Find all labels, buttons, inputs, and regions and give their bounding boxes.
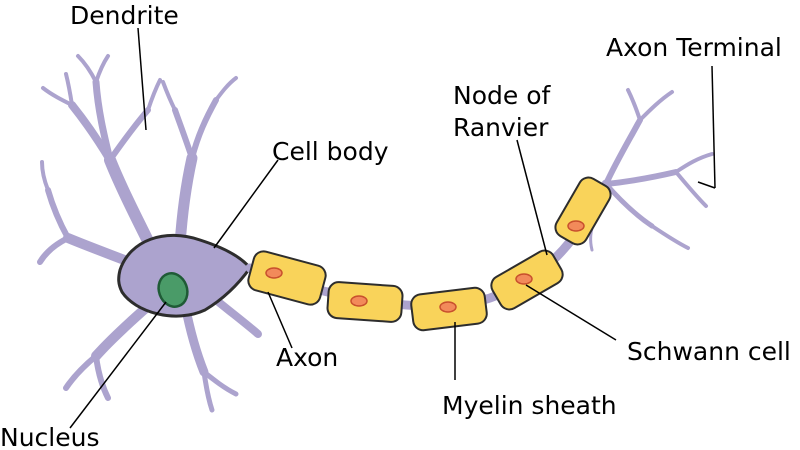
label-axon-terminal: Axon Terminal — [606, 33, 782, 62]
myelin-segment — [247, 250, 327, 306]
schwann-cell-nuclei — [265, 220, 585, 313]
schwann-cell-nucleus — [515, 273, 533, 285]
label-dendrite: Dendrite — [70, 1, 179, 30]
label-ranvier: Ranvier — [453, 113, 549, 142]
leader-line-node — [516, 139, 548, 256]
axon-terminals — [589, 88, 714, 252]
leader-line-cell-body — [213, 159, 279, 249]
label-axon: Axon — [276, 343, 338, 372]
neuron — [37, 54, 714, 413]
leader-lines — [69, 27, 716, 429]
schwann-cell-nucleus — [439, 301, 457, 313]
cell-nucleus — [157, 272, 189, 308]
leader-line-dendrite — [137, 27, 147, 131]
leader-line-axon-terminal — [711, 65, 716, 189]
leader-line-schwann — [525, 284, 617, 341]
label-nucleus: Nucleus — [0, 423, 100, 450]
label-myelin-sheath: Myelin sheath — [442, 391, 617, 420]
leader-line-nucleus — [69, 301, 167, 429]
label-node-of: Node of — [453, 81, 551, 110]
schwann-cell-nucleus — [567, 220, 585, 232]
myelin-segment — [554, 176, 612, 246]
schwann-cell-nucleus — [350, 295, 368, 307]
leader-line-terminal-tick — [697, 181, 716, 189]
leader-line-axon — [267, 291, 293, 349]
cell-body — [117, 233, 252, 318]
label-schwann-cell: Schwann cell — [627, 337, 791, 366]
schwann-cell-nucleus — [265, 267, 283, 279]
label-cell-body: Cell body — [272, 137, 389, 166]
